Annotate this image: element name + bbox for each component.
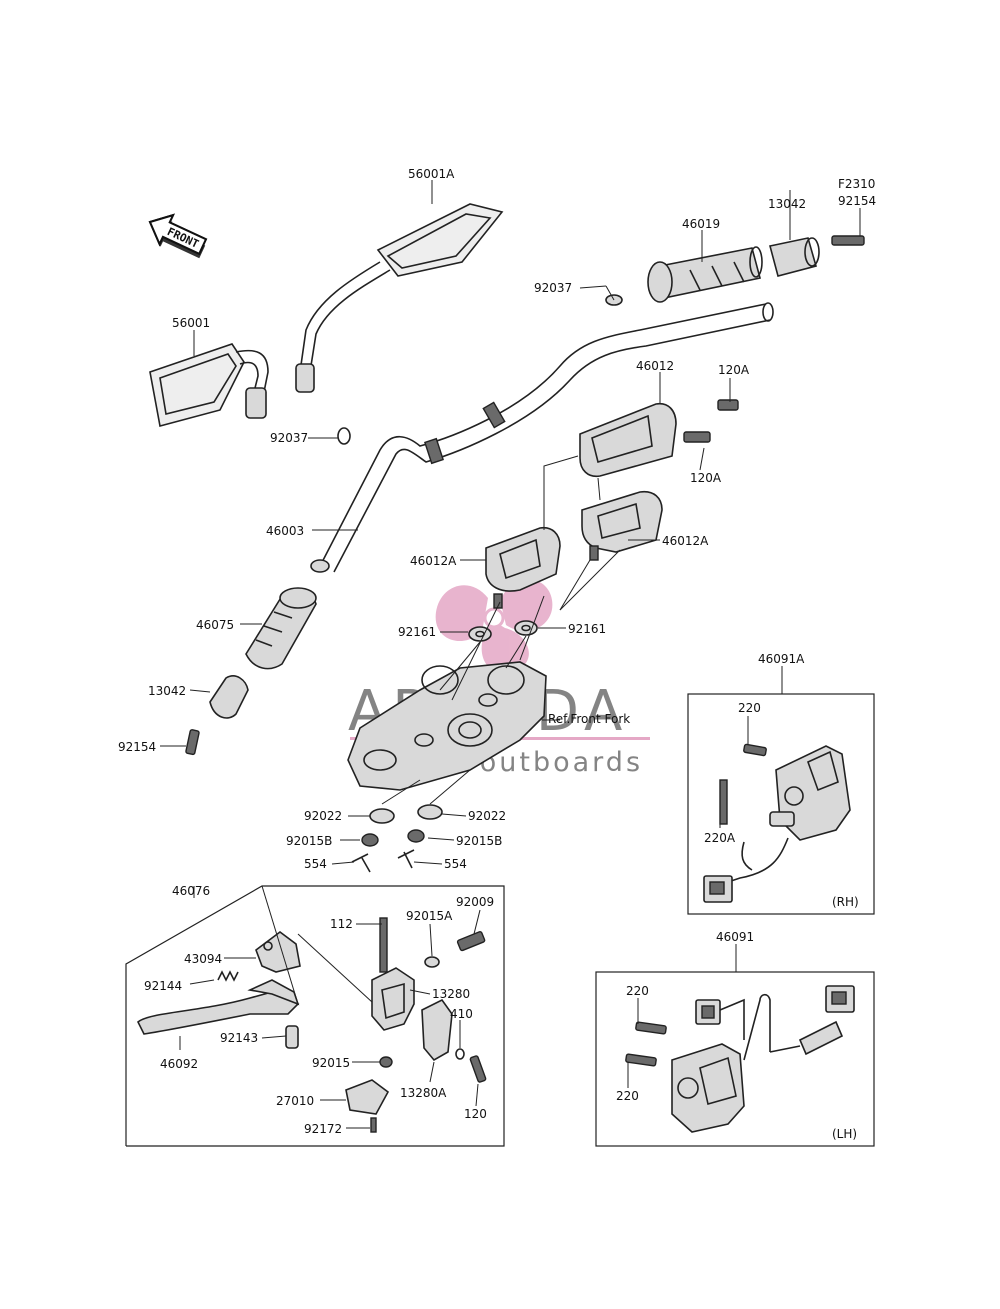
callout-554-left: 554 [304, 857, 327, 871]
left-grip [245, 587, 317, 670]
nut-92015 [379, 1056, 393, 1068]
mirror-right [295, 203, 504, 393]
callout-92161-right: 92161 [568, 622, 606, 636]
reference-note: Ref.Front Fork [548, 712, 630, 726]
switch-box-lh: (LH) [595, 971, 875, 1147]
upper-triple-clamp [347, 661, 547, 791]
lever-adjuster [255, 931, 301, 973]
clutch-holder [371, 967, 415, 1031]
callout-220A-rh: 220A [704, 831, 736, 845]
handlebar [310, 302, 774, 573]
holder-bolt-112 [379, 917, 388, 973]
callout-220-lh-lower: 220 [616, 1089, 639, 1103]
throttle-grip [647, 246, 763, 303]
callout-92037-top: 92037 [534, 281, 572, 295]
callout-56001: 56001 [172, 316, 210, 330]
callout-13042-right: 13042 [768, 197, 806, 211]
callout-410: 410 [450, 1007, 473, 1021]
clip-92037-left [337, 427, 351, 445]
switch-box-rh: (RH) [687, 693, 875, 915]
callout-46012A-right: 46012A [662, 534, 709, 548]
lever-collar [285, 1025, 299, 1049]
callout-120A-upper: 120A [718, 363, 750, 377]
mirror-left [149, 343, 269, 427]
bar-end-screw-right [831, 235, 865, 246]
screw-92172 [370, 1117, 377, 1133]
callout-56001A: 56001A [408, 167, 455, 181]
callout-46075: 46075 [196, 618, 234, 632]
callout-92154-left: 92154 [118, 740, 156, 754]
callout-92037-left: 92037 [270, 431, 308, 445]
callout-46012: 46012 [636, 359, 674, 373]
callout-92015: 92015 [312, 1056, 350, 1070]
lower-washers-nuts [351, 804, 443, 873]
callout-27010: 27010 [276, 1094, 314, 1108]
callout-112: 112 [330, 917, 353, 931]
callout-92161-left: 92161 [398, 625, 436, 639]
callout-92015A: 92015A [406, 909, 453, 923]
callout-92015B-left: 92015B [286, 834, 332, 848]
callout-46012A-left: 46012A [410, 554, 457, 568]
callout-554-right: 554 [444, 857, 467, 871]
callout-46003: 46003 [266, 524, 304, 538]
callout-43094: 43094 [184, 952, 222, 966]
rh-caption: (RH) [832, 895, 859, 909]
callout-92015B-right: 92015B [456, 834, 502, 848]
callout-220-rh: 220 [738, 701, 761, 715]
callout-92009: 92009 [456, 895, 494, 909]
callout-120: 120 [464, 1107, 487, 1121]
washer-410 [455, 1048, 465, 1060]
bar-end-weight-left [209, 675, 249, 719]
callout-46092: 46092 [160, 1057, 198, 1071]
bar-end-weight-right [769, 237, 820, 277]
callout-220-lh-upper: 220 [626, 984, 649, 998]
holder-upper [579, 399, 739, 478]
callout-92143: 92143 [220, 1031, 258, 1045]
callout-120A-lower: 120A [690, 471, 722, 485]
callout-13280: 13280 [432, 987, 470, 1001]
lh-caption: (LH) [832, 1127, 857, 1141]
callout-92144: 92144 [144, 979, 182, 993]
callout-labels: F2310 56001A 56001 46019 13042 92154 920… [118, 167, 876, 1136]
clutch-lever-box [125, 885, 505, 1147]
holder-lower-left [485, 526, 561, 609]
callout-46091: 46091 [716, 930, 754, 944]
diagram-code: F2310 [838, 177, 875, 191]
callout-13280A: 13280A [400, 1086, 447, 1100]
bar-end-screw-left [185, 729, 200, 756]
callout-92172: 92172 [304, 1122, 342, 1136]
bolt-120 [469, 1055, 487, 1083]
clamp-13280A [421, 998, 453, 1062]
lever-spring [217, 970, 239, 982]
washer-92015A [424, 956, 440, 968]
propeller-logo-icon [435, 579, 553, 674]
front-arrow-icon: FRONT [148, 213, 208, 259]
screw-92009 [456, 931, 486, 952]
callout-13042-left: 13042 [148, 684, 186, 698]
callout-46091A: 46091A [758, 652, 805, 666]
callout-46076: 46076 [172, 884, 210, 898]
callout-92154-right: 92154 [838, 194, 876, 208]
callout-92022-right: 92022 [468, 809, 506, 823]
clutch-lever [137, 979, 300, 1035]
leader-lines [160, 180, 861, 1129]
callout-46019: 46019 [682, 217, 720, 231]
callout-92022-left: 92022 [304, 809, 342, 823]
clutch-switch-27010 [345, 1079, 390, 1115]
holder-lower-right [581, 490, 663, 561]
